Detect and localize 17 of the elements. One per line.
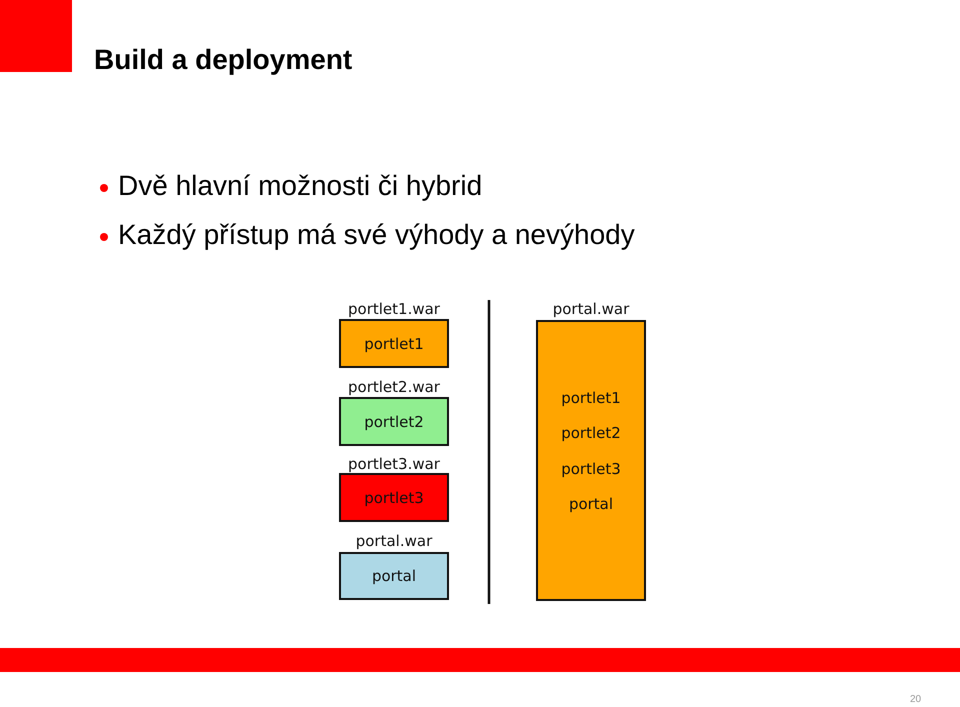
module-label: portlet2: [561, 425, 621, 442]
module-box: portlet2: [339, 397, 449, 446]
bullet-text: Dvě hlavní možnosti či hybrid: [118, 170, 482, 202]
archive-label: portlet2.war: [347, 378, 441, 396]
slide-title: Build a deployment: [94, 44, 352, 76]
module-box: portal: [339, 552, 449, 600]
module-label: portal: [568, 496, 614, 513]
page-number: 20: [910, 694, 922, 705]
module-box: portlet1: [339, 319, 449, 368]
bullet-text: Každý přístup má své výhody a nevýhody: [118, 219, 635, 251]
archive-label: portal.war: [354, 532, 434, 550]
module-box: portlet3: [339, 473, 449, 522]
archive-label: portlet3.war: [347, 455, 441, 473]
module-label: portlet1: [561, 390, 621, 408]
module-label: portlet3: [561, 460, 621, 478]
archive-label: portlet1.war: [347, 300, 441, 318]
archive-label: portal.war: [552, 300, 630, 318]
